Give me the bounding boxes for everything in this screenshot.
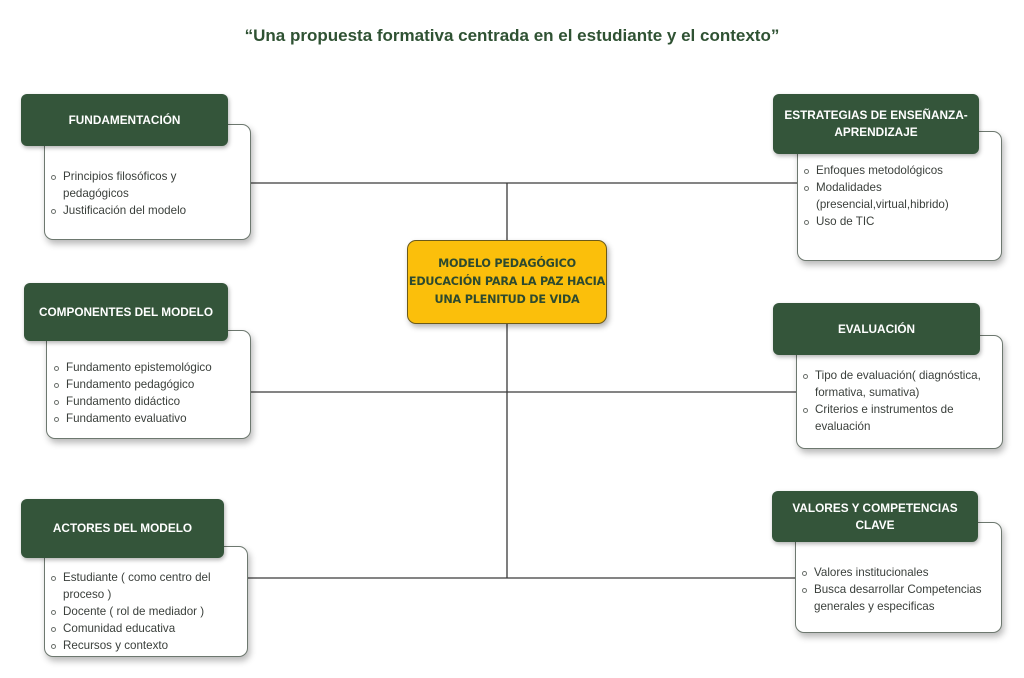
list-item: Estudiante ( como centro del proceso ): [51, 569, 243, 603]
node-title: ACTORES DEL MODELO: [52, 521, 193, 535]
list-item: Valores institucionales: [802, 564, 998, 581]
list-item: Criterios e instrumentos de evaluación: [803, 401, 999, 435]
list-item: Fundamento evaluativo: [54, 410, 244, 427]
central-node: MODELO PEDAGÓGICO EDUCACIÓN PARA LA PAZ …: [407, 240, 607, 324]
componentes-header: COMPONENTES DEL MODELO: [24, 283, 228, 341]
evaluacion-header: EVALUACIÓN: [773, 303, 980, 355]
list-item: Uso de TIC: [804, 213, 998, 230]
list-item: Modalidades (presencial,virtual,hibrido): [804, 179, 998, 213]
actores-header: ACTORES DEL MODELO: [21, 499, 224, 558]
list-item: Tipo de evaluación( diagnóstica, formati…: [803, 367, 999, 401]
list-item: Fundamento epistemológico: [54, 359, 244, 376]
list-item: Principios filosóficos y pedagógicos: [51, 168, 241, 202]
list-item: Enfoques metodológicos: [804, 162, 998, 179]
node-title: COMPONENTES DEL MODELO: [38, 304, 214, 319]
central-node-line: EDUCACIÓN PARA LA PAZ HACIA: [408, 275, 606, 288]
node-title: FUNDAMENTACIÓN: [68, 112, 181, 127]
list-item: Comunidad educativa: [51, 620, 243, 637]
central-node-line: MODELO PEDAGÓGICO: [438, 257, 576, 270]
componentes-card: Fundamento epistemológico Fundamento ped…: [46, 330, 251, 439]
list-item: Recursos y contexto: [51, 637, 243, 654]
estrategias-header: ESTRATEGIAS DE ENSEÑANZA-APRENDIZAJE: [773, 94, 979, 154]
valores-header: VALORES Y COMPETENCIAS CLAVE: [772, 491, 978, 542]
list-item: Docente ( rol de mediador ): [51, 603, 243, 620]
central-node-line: UNA PLENITUD DE VIDA: [434, 293, 580, 306]
list-item: Fundamento didáctico: [54, 393, 244, 410]
node-title: VALORES Y COMPETENCIAS CLAVE: [792, 500, 958, 532]
node-title: ESTRATEGIAS DE ENSEÑANZA-APRENDIZAJE: [784, 108, 968, 139]
fundamentacion-header: FUNDAMENTACIÓN: [21, 94, 228, 146]
list-item: Fundamento pedagógico: [54, 376, 244, 393]
actores-card: Estudiante ( como centro del proceso ) D…: [44, 546, 248, 657]
node-title: EVALUACIÓN: [837, 321, 916, 336]
list-item: Justificación del modelo: [51, 202, 241, 219]
diagram-title: “Una propuesta formativa centrada en el …: [244, 26, 780, 45]
list-item: Busca desarrollar Competencias generales…: [802, 581, 998, 615]
